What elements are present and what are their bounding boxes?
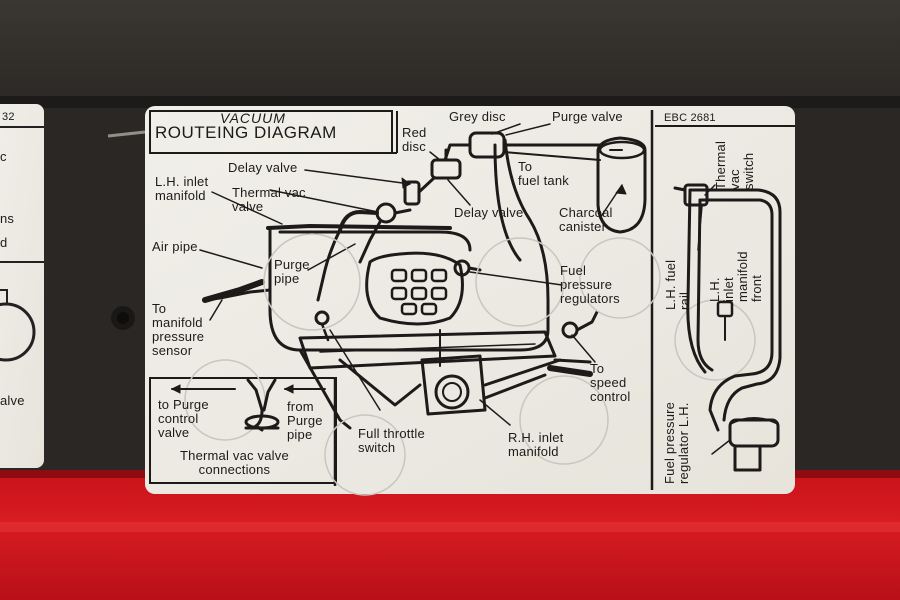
callout-thermal-vac-valve: Thermal vac valve — [232, 185, 306, 214]
label-title: ROUTEING DIAGRAM — [155, 123, 337, 142]
connections-caption: Thermal vac valve connections — [180, 448, 289, 477]
upper-panel — [0, 0, 900, 100]
side-thermal-vac-switch: Thermal vac switch — [713, 140, 756, 190]
callout-red-disc: Red disc — [402, 125, 427, 154]
left-label-fragment-5: alve — [0, 393, 25, 408]
callout-to-fuel-tank: To fuel tank — [518, 159, 569, 188]
side-lh-inlet-manifold-front: L.H. inlet manifold front — [707, 251, 764, 302]
left-label-fragment-4: d — [0, 235, 8, 250]
callout-to-manifold-pressure-sensor: To manifold pressure sensor — [152, 301, 205, 358]
left-partial-label — [0, 104, 44, 468]
callout-delay-valve-top: Delay valve — [228, 160, 298, 175]
callout-rh-inlet-manifold: R.H. inlet manifold — [508, 430, 564, 459]
callout-fuel-pressure-regulators: Fuel pressure regulators — [560, 263, 620, 306]
callout-purge-pipe: Purge pipe — [274, 257, 310, 286]
connections-to-purge-control-valve: to Purge control valve — [158, 397, 209, 440]
label-code: EBC 2681 — [664, 112, 716, 124]
callout-purge-valve: Purge valve — [552, 109, 623, 124]
side-fuel-pressure-regulator-lh: Fuel pressure regulator L.H. — [662, 401, 691, 484]
vacuum-hose-diagram — [184, 123, 756, 496]
callout-to-speed-control: To speed control — [590, 361, 631, 404]
side-lh-fuel-rail: L.H. fuel rail — [663, 259, 692, 310]
left-label-fragment-2: c — [0, 149, 7, 164]
left-label-fragment-1: 32 — [2, 111, 15, 123]
callout-grey-disc: Grey disc — [449, 109, 506, 124]
fuel-rail-side-diagram — [673, 183, 782, 472]
thermal-vac-valve-connections-diagram — [170, 378, 326, 432]
callout-air-pipe: Air pipe — [152, 239, 198, 254]
vacuum-routing-label — [145, 106, 795, 494]
red-body-highlight — [0, 522, 900, 532]
callout-charcoal-canister: Charcoal canister — [559, 205, 613, 234]
callout-delay-valve-mid: Delay valve — [454, 205, 524, 220]
connections-from-purge-pipe: from Purge pipe — [287, 399, 323, 442]
left-label-fragment-3: ns — [0, 211, 15, 226]
callout-full-throttle-switch: Full throttle switch — [358, 426, 425, 455]
callout-lh-inlet-manifold: L.H. inlet manifold — [155, 174, 209, 203]
label-header-vacuum: VACUUM — [220, 110, 286, 126]
